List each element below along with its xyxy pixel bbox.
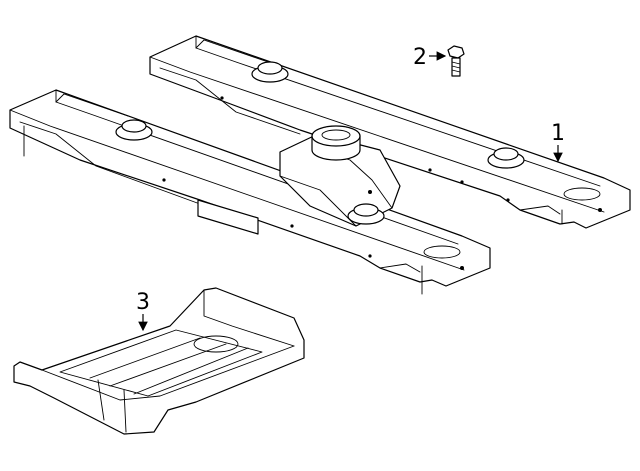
- rail-studs: [23, 125, 601, 295]
- mount-front-right: [347, 203, 385, 225]
- callout-2-label: 2: [413, 45, 427, 70]
- mount-rear-right: [487, 147, 525, 169]
- callout-1-label: 1: [551, 121, 565, 146]
- callout-3: 3: [136, 290, 150, 332]
- rail-holes: [162, 96, 602, 270]
- callout-2: 2: [413, 45, 447, 70]
- mount-center: [311, 125, 361, 161]
- rail-rear: [149, 35, 631, 229]
- mount-front-left: [115, 119, 153, 141]
- callout-3-label: 3: [136, 290, 150, 315]
- bolt-icon: [447, 45, 465, 77]
- skid-plate: [13, 287, 305, 435]
- callout-1: 1: [551, 121, 565, 163]
- mount-rear-left: [251, 61, 289, 83]
